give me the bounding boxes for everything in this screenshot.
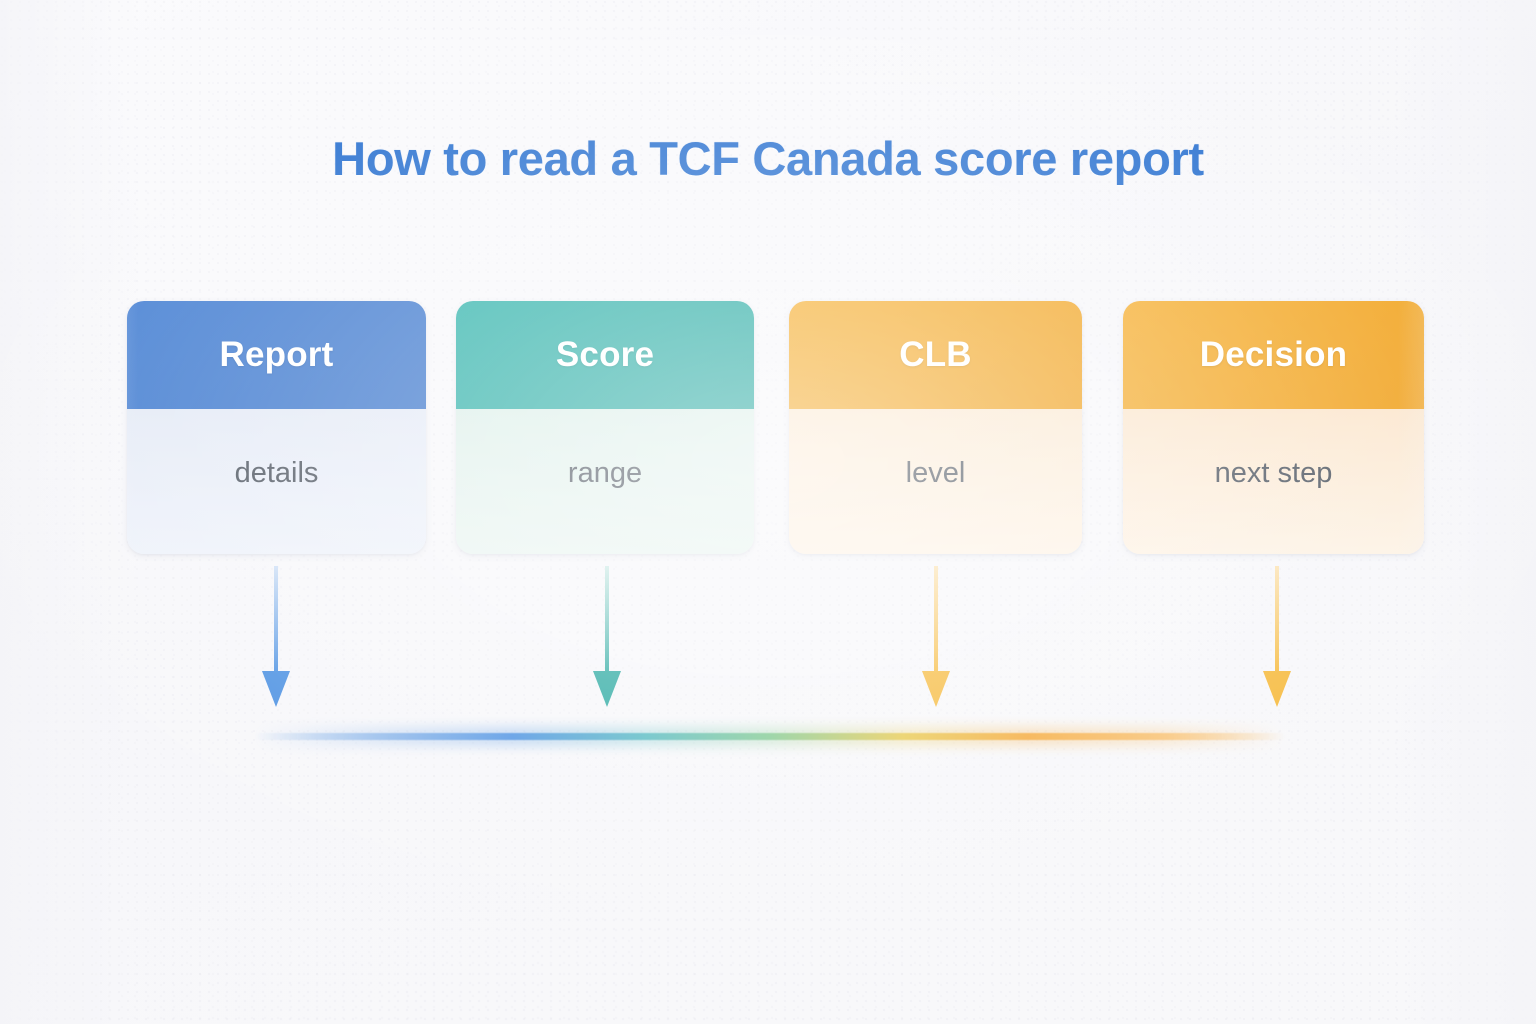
down-arrow-icon [254, 566, 298, 711]
flow-card-header: Report [127, 301, 426, 409]
flow-card-clb: CLB level [789, 301, 1082, 554]
flow-card-caption: details [127, 409, 426, 554]
flow-card-score: Score range [456, 301, 754, 554]
flow-card-caption: level [789, 409, 1082, 554]
down-arrow-icon [914, 566, 958, 711]
flow-card-report: Report details [127, 301, 426, 554]
page-title: How to read a TCF Canada score report [332, 132, 1204, 185]
flow-card-decision: Decision next step [1123, 301, 1424, 554]
flow-card-header: CLB [789, 301, 1082, 409]
flow-card-caption: next step [1123, 409, 1424, 554]
flow-card-caption: range [456, 409, 754, 554]
flow-card-header: Decision [1123, 301, 1424, 409]
timeline-rail [255, 733, 1285, 740]
down-arrow-icon [585, 566, 629, 711]
down-arrow-icon [1255, 566, 1299, 711]
flow-card-header: Score [456, 301, 754, 409]
